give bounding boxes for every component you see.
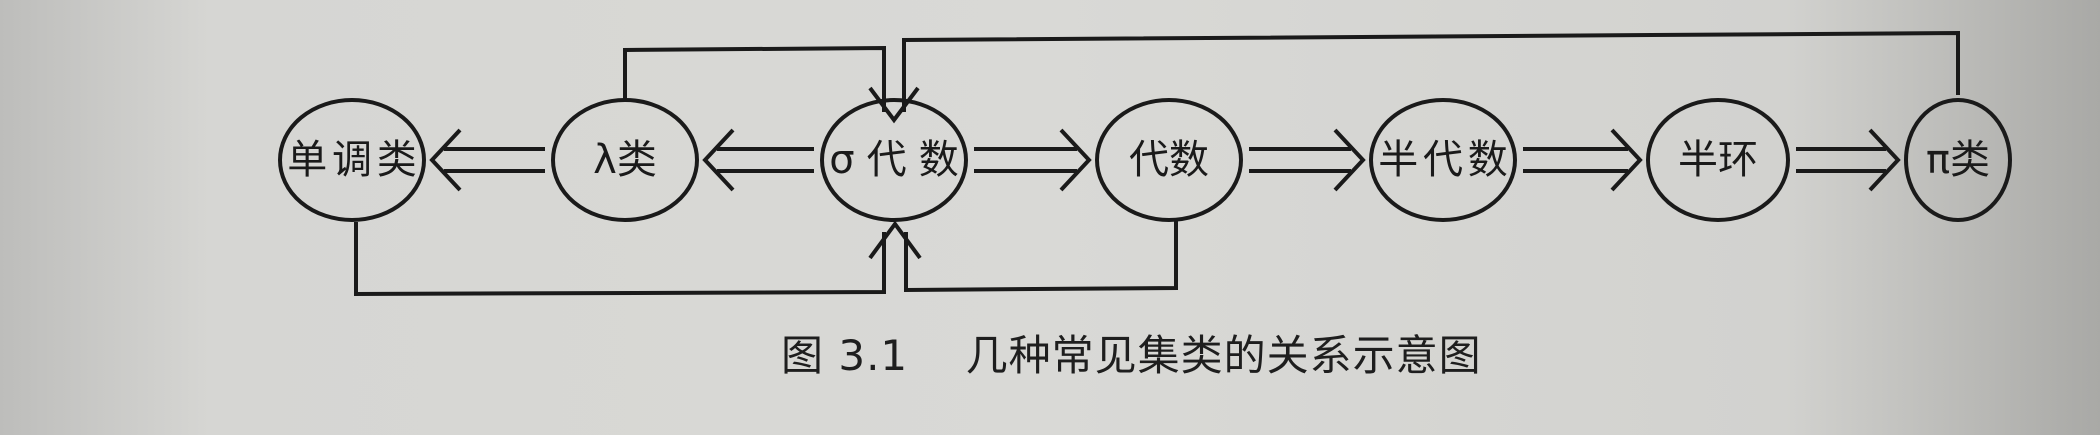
connector-monotone-bottom: [354, 222, 886, 297]
double-arrow-left: [702, 128, 814, 192]
double-arrow-left: [429, 128, 545, 192]
figure-caption: 图 3.1 几种常见集类的关系示意图: [781, 322, 1482, 383]
node-ellipse: [1904, 98, 2012, 222]
node-semialgebra: 半代数: [1369, 98, 1517, 222]
node-lambda: λ类: [551, 98, 699, 222]
arrowhead-up: [868, 220, 922, 260]
node-ellipse: [1646, 98, 1790, 222]
node-label: 代数: [1129, 137, 1209, 183]
node-label: σ代数: [829, 137, 959, 183]
double-arrow-right: [974, 128, 1092, 192]
node-ellipse: [820, 98, 968, 222]
node-monotone: 单调类: [278, 98, 426, 222]
connector-pi-top: [902, 30, 1960, 112]
node-label: 单调类: [287, 137, 417, 183]
double-arrow-right: [1523, 128, 1643, 192]
connector-algebra-bottom: [904, 218, 1178, 293]
node-pi: π类: [1904, 98, 2012, 222]
node-sigma: σ代数: [820, 98, 968, 222]
double-arrow-right: [1249, 128, 1366, 192]
node-semiring: 半环: [1646, 98, 1790, 222]
connector-lambda-top: [623, 45, 886, 112]
node-label: π类: [1926, 137, 1990, 183]
node-label: λ类: [593, 137, 657, 183]
caption-text: 几种常见集类的关系示意图: [965, 331, 1482, 380]
node-ellipse: [551, 98, 699, 222]
node-ellipse: [278, 98, 426, 222]
node-label: 半代数: [1378, 137, 1508, 183]
node-algebra: 代数: [1095, 98, 1243, 222]
double-arrow-right: [1796, 128, 1901, 192]
caption-number: 图 3.1: [781, 331, 909, 380]
node-ellipse: [1095, 98, 1243, 222]
arrowhead-down: [868, 86, 920, 124]
node-ellipse: [1369, 98, 1517, 222]
node-label: 半环: [1678, 137, 1758, 183]
